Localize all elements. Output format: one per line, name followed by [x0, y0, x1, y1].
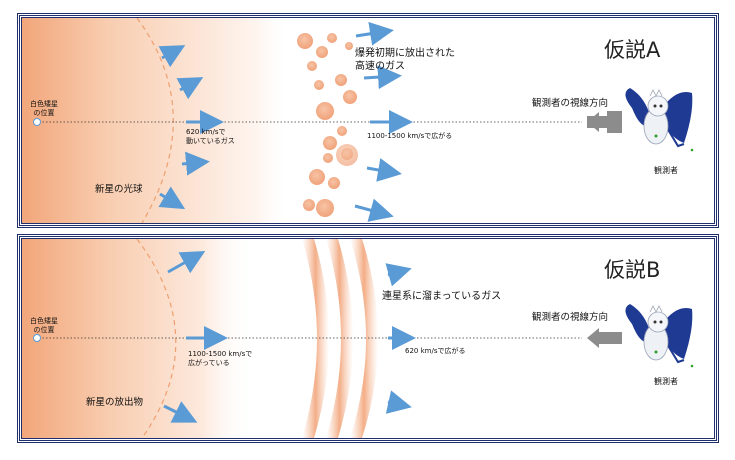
photosphere-label: 新星の光球 [95, 184, 143, 195]
binary-gas-label: 連星系に溜まっているガス [382, 291, 502, 302]
inner-gas-arrows [158, 45, 224, 210]
observer-mascot-icon [625, 304, 694, 368]
outer-speed-label: 620 km/sで広がる [405, 347, 466, 355]
hypothesis-b-diagram [22, 239, 714, 438]
line-of-sight-label: 観測者の視線方向 [532, 98, 609, 109]
hypothesis-a-diagram [22, 18, 714, 223]
outer-gas-arrows [385, 263, 416, 414]
white-dwarf-label: 白色矮星 の位置 [30, 100, 58, 117]
outer-gas-label: 爆発初期に放出された 高速のガス [355, 48, 455, 72]
hypothesis-a-title: 仮説A [604, 38, 661, 62]
inner-gas-label: 1100-1500 km/sで 広がっている [188, 350, 253, 367]
observer-label: 観測者 [654, 377, 678, 386]
photosphere-boundary [136, 18, 174, 223]
ejecta-boundary [136, 239, 177, 438]
binary-gas-shells [302, 239, 378, 438]
white-dwarf-marker [33, 118, 41, 126]
outer-gas-arrows [354, 21, 413, 222]
line-of-sight-label: 観測者の視線方向 [532, 312, 609, 323]
gray-arrow-icon [587, 328, 599, 348]
hypothesis-a-panel: 仮説A 白色矮星 の位置 620 km/sで 動いているガス 新星の光球 爆発初… [17, 13, 719, 228]
hypothesis-b-title: 仮説B [604, 258, 661, 282]
white-dwarf-marker [33, 334, 41, 342]
high-speed-gas-clumps [297, 33, 358, 217]
inner-ejecta-arrows [163, 251, 228, 423]
white-dwarf-label: 白色矮星 の位置 [30, 317, 58, 334]
observer-label: 観測者 [654, 166, 678, 175]
observer-mascot-icon [625, 88, 694, 152]
outer-speed-label: 1100-1500 km/sで広がる [367, 132, 453, 140]
hypothesis-b-panel: 仮説B 白色矮星 の位置 1100-1500 km/sで 広がっている 新星の放… [17, 234, 719, 443]
ejecta-label: 新星の放出物 [86, 397, 144, 408]
inner-gas-label: 620 km/sで 動いているガス [186, 128, 235, 145]
